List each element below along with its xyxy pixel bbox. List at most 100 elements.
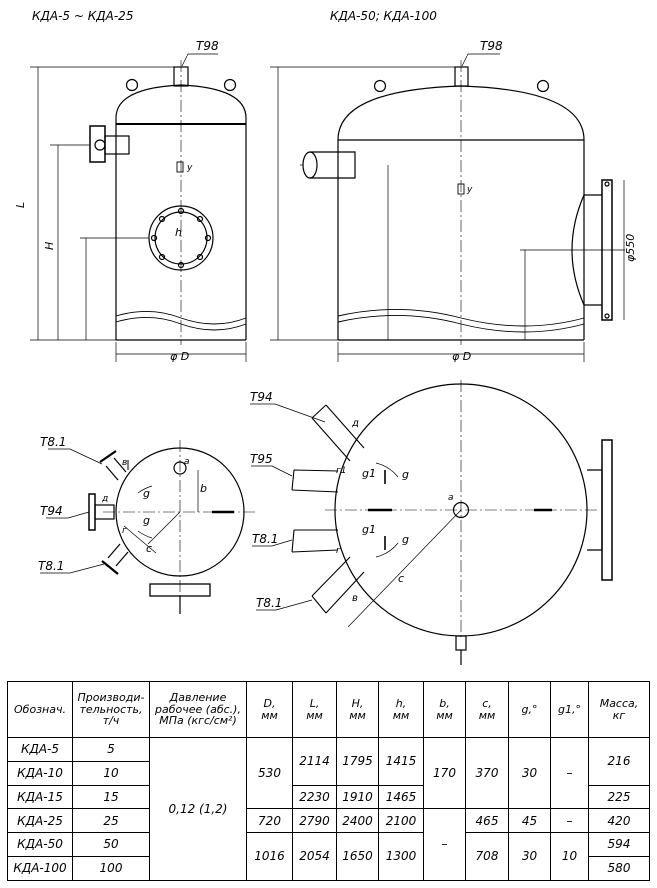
cell-D: 1016 [246,832,293,881]
label-gdeg1b-right: g1 [362,523,376,536]
cell-capacity: 50 [72,832,150,858]
cell-g1: – [550,736,589,810]
cell-designation: КДА-25 [7,808,73,834]
label-v-right: в [352,593,358,604]
label-t95: Т95 [250,452,273,466]
header-g1: g1,° [550,681,589,738]
label-y-right: y [466,185,473,195]
label-y-left: y [186,163,193,173]
cell-capacity: 10 [72,760,150,786]
label-t81-right-b: Т8.1 [256,596,282,610]
cell-L: 2114 [292,737,337,786]
label-gdeg-left-a: g [143,487,150,500]
cell-H: 1650 [336,832,379,881]
cell-designation: КДА-10 [7,760,73,786]
cell-pressure: 0,12 (1,2) [149,737,247,881]
cell-b: 170 [423,736,466,810]
header-L: L,мм [292,681,337,738]
dim-L-label: L [14,202,27,208]
label-d-left: д [101,494,108,504]
cell-designation: КДА-50 [7,832,73,858]
label-g1-right: г1 [336,466,346,476]
cell-H: 2400 [336,808,379,834]
cell-D: 530 [246,736,293,810]
technical-drawing: КДА-5 ~ КДА-25 КДА-50; КДА-100 Т98 Т98 L… [14,9,637,665]
cell-capacity: 25 [72,808,150,834]
cell-D: 720 [246,808,293,834]
right-plan-view [291,380,613,665]
cell-c: 370 [465,736,509,810]
header-mass: Масса,кг [588,681,650,738]
cell-mass: 216 [588,737,650,786]
header-b: b,мм [423,681,466,738]
label-t81-right-a: Т8.1 [252,532,278,546]
cell-h: 1300 [378,832,424,881]
cell-b: – [423,808,466,881]
dim-H-label: H [43,242,56,250]
header-D: D,мм [246,681,293,738]
header-g: g,° [508,681,551,738]
cell-L: 2790 [292,808,337,834]
header-capacity: Производи-тельность,т/ч [72,681,150,738]
dim-phi550: φ550 [624,234,637,262]
cell-g: 30 [508,832,551,881]
header-h: h,мм [378,681,424,738]
label-b-left: b [200,482,207,495]
cell-h: 1465 [378,784,424,810]
left-view-title: КДА-5 ~ КДА-25 [32,9,133,23]
label-t81-top: Т8.1 [40,435,66,449]
cell-h: 2100 [378,808,424,834]
cell-h: 1415 [378,737,424,786]
label-t98-right: Т98 [480,39,503,53]
cell-c: 465 [465,808,509,834]
label-t81-bottom: Т8.1 [38,559,64,573]
table-row: КДА-25 25 720 2790 2400 2100 – 465 45 – … [7,808,650,881]
left-plan-view [88,440,257,614]
cell-capacity: 15 [72,784,150,810]
cell-capacity: 5 [72,737,150,762]
label-t98-left: Т98 [196,39,219,53]
header-designation: Обознач. [7,681,73,738]
label-a-right: а [448,493,454,503]
spec-table: Обознач. Производи-тельность,т/ч Давлени… [7,681,650,881]
cell-H: 1910 [336,784,379,810]
label-g-left: г [122,526,127,536]
table-row: КДА-100 100 580 [7,856,650,881]
label-v-left: в [122,458,127,468]
table-row: КДА-50 50 1016 2054 1650 1300 708 30 10 … [7,832,650,881]
label-d-right: д [351,418,359,429]
label-t94-right: Т94 [250,390,273,404]
label-g-right: г [336,546,341,556]
cell-mass: 580 [588,856,650,881]
table-row: КДА-10 10 [7,760,650,786]
leader-lines [40,53,500,611]
left-dimensions [30,66,247,362]
cell-g: 30 [508,736,551,810]
cell-L: 2054 [292,832,337,881]
cell-H: 1795 [336,737,379,786]
label-c-right: c [398,572,404,585]
right-elevation-view [302,60,613,345]
cell-capacity: 100 [72,856,150,881]
header-H: H,мм [336,681,379,738]
cell-g1: 10 [550,832,589,881]
dim-D-right: φ D [452,350,471,363]
cell-mass: 225 [588,784,650,810]
label-gdeg-left-b: g [143,514,150,527]
label-gdeg-right-a: g [402,468,409,481]
label-t94-left: Т94 [40,504,63,518]
header-c: c,мм [465,681,509,738]
cell-mass: 594 [588,832,650,858]
cell-mass: 420 [588,808,650,834]
right-view-title: КДА-50; КДА-100 [330,9,437,23]
left-elevation-view [89,60,247,345]
label-gdeg-right-b: g [402,533,409,546]
table-row: КДА-5 5 0,12 (1,2) 530 2114 1795 1415 17… [7,736,650,881]
label-a-left: а [184,457,190,467]
dim-h-label: h [175,226,182,239]
cell-L: 2230 [292,784,337,810]
cell-designation: КДА-15 [7,784,73,810]
dim-D-left: φ D [170,350,189,363]
cell-designation: КДА-100 [7,856,73,881]
